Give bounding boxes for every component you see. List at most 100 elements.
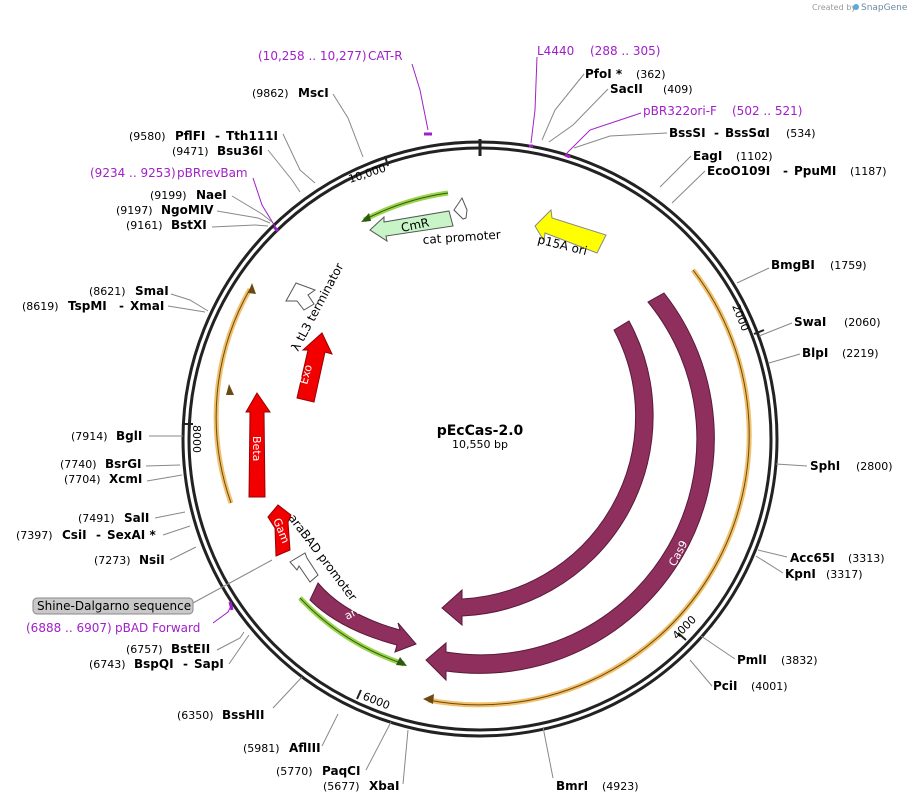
site-msci: (9862) MscI — [252, 86, 329, 100]
primer-cat-r-name: CAT-R — [368, 49, 403, 63]
svg-text:(6757): (6757) — [126, 643, 163, 656]
site-bmri: BmrI (4923) — [556, 779, 639, 793]
p15a-ori-arrow — [534, 208, 607, 254]
site-bspqi-sapi: (6743) BspQI - SapI — [89, 657, 224, 671]
svg-text:-: - — [183, 657, 188, 671]
exo-arrow — [296, 332, 333, 403]
shine-dalgarno-callout: Shine-Dalgarno sequence — [32, 559, 273, 615]
leader-aflIII — [321, 713, 339, 747]
svg-text:BssHII: BssHII — [222, 708, 264, 722]
cat-promoter-label: cat promoter — [422, 228, 501, 247]
leader-paqci — [365, 721, 392, 771]
leader-mscI — [332, 93, 364, 158]
svg-text:(7273): (7273) — [94, 554, 131, 567]
site-csii-sexai: (7397) CsiI - SexAI * — [16, 528, 156, 542]
svg-text:TspMI: TspMI — [68, 299, 107, 313]
site-bsssi-bsssai: BssSI - BssSαI (534) — [669, 126, 816, 140]
svg-text:-: - — [714, 126, 719, 140]
site-naei: (9199) NaeI — [150, 188, 227, 202]
svg-text:BlpI: BlpI — [802, 346, 828, 360]
svg-text:BspQI: BspQI — [134, 657, 174, 671]
leader-pcii — [689, 659, 713, 687]
tick-6000 — [356, 689, 362, 700]
svg-text:KpnI: KpnI — [785, 567, 816, 581]
svg-text:(5981): (5981) — [243, 742, 280, 755]
svg-text:Acc65I: Acc65I — [790, 551, 835, 565]
svg-text:(1759): (1759) — [830, 259, 867, 272]
tick-label-2000: 2000 — [729, 302, 752, 333]
gam-arrow — [267, 504, 292, 557]
svg-text:Bsu36I: Bsu36I — [217, 144, 263, 158]
svg-text:BmgBI: BmgBI — [771, 258, 815, 272]
svg-text:-: - — [119, 299, 124, 313]
site-sphi: SphI (2800) — [810, 459, 893, 473]
svg-text:(7491): (7491) — [78, 512, 115, 525]
primer-pbr322ori-f-name: pBR322ori-F — [643, 104, 717, 118]
tick-label-8000: 8000 — [190, 425, 203, 453]
site-xbai: (5677) XbaI — [323, 779, 399, 793]
svg-text:SacII: SacII — [610, 82, 643, 96]
svg-text:(2219): (2219) — [842, 347, 879, 360]
arabad-promoter-arrow — [289, 552, 319, 583]
svg-text:-: - — [783, 164, 788, 178]
orange-band-left-core — [215, 288, 251, 504]
green-band-bottom-arrow — [396, 657, 407, 666]
leader-sacii — [548, 88, 609, 143]
tick-10000 — [384, 155, 389, 167]
leader-bstxi — [211, 224, 269, 228]
cas9-outer-arrow — [425, 292, 715, 682]
leader-acc65i — [757, 549, 788, 558]
site-blpi: BlpI (2219) — [802, 346, 879, 360]
beta-label: Beta — [250, 436, 263, 461]
primer-pbrrevbam-name: pBRrevBam — [177, 166, 248, 180]
primer-l4440: L4440 (288 .. 305) — [529, 44, 660, 148]
svg-text:(362): (362) — [636, 68, 666, 81]
orange-band-right-core — [427, 269, 750, 706]
primer-pbrrevbam-range: (9234 .. 9253) — [90, 166, 176, 180]
svg-text:(9161): (9161) — [126, 219, 163, 232]
svg-text:(6743): (6743) — [89, 658, 126, 671]
site-afliii: (5981) AflIII — [243, 741, 321, 755]
snapgene-brand: SnapGene — [861, 3, 908, 13]
svg-text:EagI: EagI — [693, 149, 722, 163]
primer-pbad-forward: (6888 .. 6907) pBAD Forward — [26, 601, 234, 635]
svg-text:BstXI: BstXI — [171, 218, 207, 232]
svg-text:(409): (409) — [663, 83, 693, 96]
svg-text:XcmI: XcmI — [109, 472, 142, 486]
site-xcmi: (7704) XcmI — [64, 472, 142, 486]
svg-text:PmlI: PmlI — [737, 653, 767, 667]
leader-nsii — [169, 546, 197, 561]
cas9-label-inner: Cas9 — [629, 514, 651, 544]
cat-promoter-arrow — [453, 196, 468, 220]
svg-text:(9199): (9199) — [150, 189, 187, 202]
svg-text:CsiI: CsiI — [62, 528, 87, 542]
leader-pfoi — [541, 73, 585, 141]
svg-text:(3317): (3317) — [826, 568, 863, 581]
svg-text:SwaI: SwaI — [794, 315, 826, 329]
svg-text:(9197): (9197) — [116, 204, 153, 217]
arac-arrow — [309, 582, 417, 653]
svg-text:BstEII: BstEII — [171, 642, 210, 656]
beta-arrow — [245, 392, 271, 498]
site-swai: SwaI (2060) — [794, 315, 881, 329]
svg-text:BssSI: BssSI — [669, 126, 706, 140]
svg-text:SexAI *: SexAI * — [107, 528, 156, 542]
svg-text:SphI: SphI — [810, 459, 840, 473]
svg-text:NsiI: NsiI — [139, 553, 165, 567]
primer-cat-r: (10,258 .. 10,277) CAT-R — [258, 49, 432, 136]
svg-text:MscI: MscI — [298, 86, 329, 100]
svg-text:XbaI: XbaI — [369, 779, 399, 793]
site-sali: (7491) SalI — [78, 511, 149, 525]
leader-bsshii — [272, 676, 303, 709]
svg-text:-: - — [215, 129, 220, 143]
leader-xcmi — [146, 474, 183, 482]
leader-kpni — [755, 555, 784, 574]
svg-text:NaeI: NaeI — [196, 188, 227, 202]
svg-text:NgoMIV: NgoMIV — [161, 203, 214, 217]
primer-pbr322ori-f-range: (502 .. 521) — [732, 104, 802, 118]
cmr-arrow — [369, 210, 454, 243]
primer-pbad-forward-range: (6888 .. 6907) — [26, 621, 112, 635]
orange-band-left-arrow-2 — [248, 283, 256, 294]
svg-text:PpuMI: PpuMI — [794, 164, 836, 178]
svg-text:PaqCI: PaqCI — [322, 764, 360, 778]
